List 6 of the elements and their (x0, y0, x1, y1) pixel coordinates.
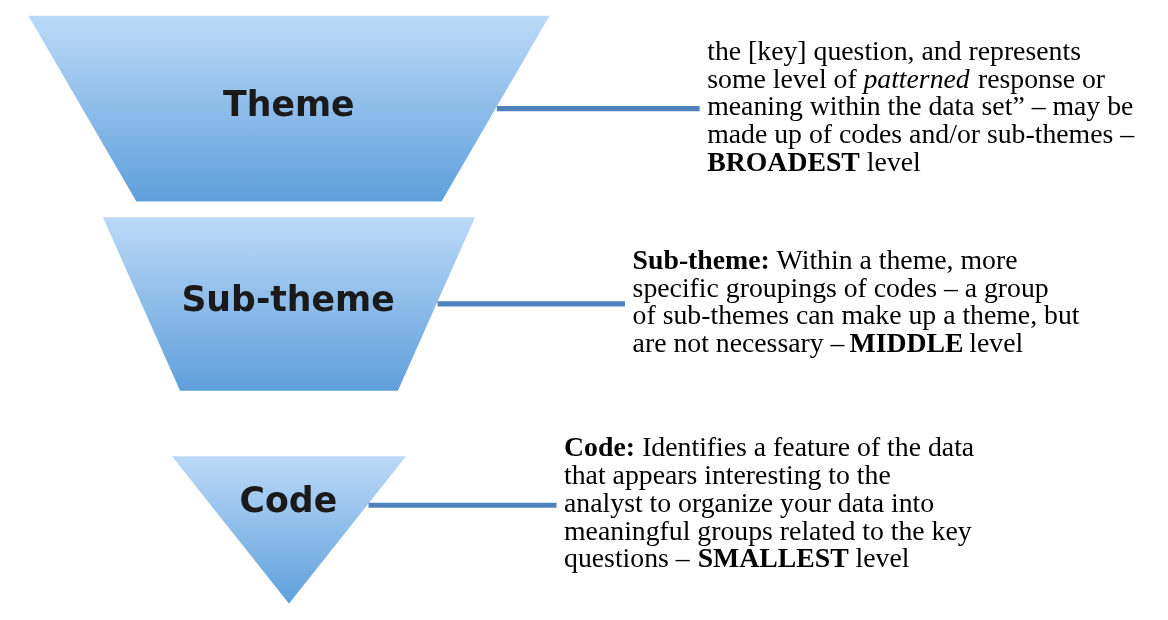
node-text: the [key] question, and represents some level of patterned response or meaning within the data set” – may be made up of codes and/or sub-themes – BROADEST level (707, 34, 1135, 177)
connector (368, 502, 557, 508)
node-text: Code: Identifies a feature of the data that appears interesting to the analyst to organize your data into meaningful groups related to the key questions – SMALLEST level (564, 431, 975, 574)
node-text: Sub-theme: Within a theme, more specific groupings of codes – a group of sub-themes can make up a theme, but are not necessary – MIDDLE level (632, 243, 1080, 359)
connector (496, 106, 700, 112)
connector (437, 301, 625, 307)
